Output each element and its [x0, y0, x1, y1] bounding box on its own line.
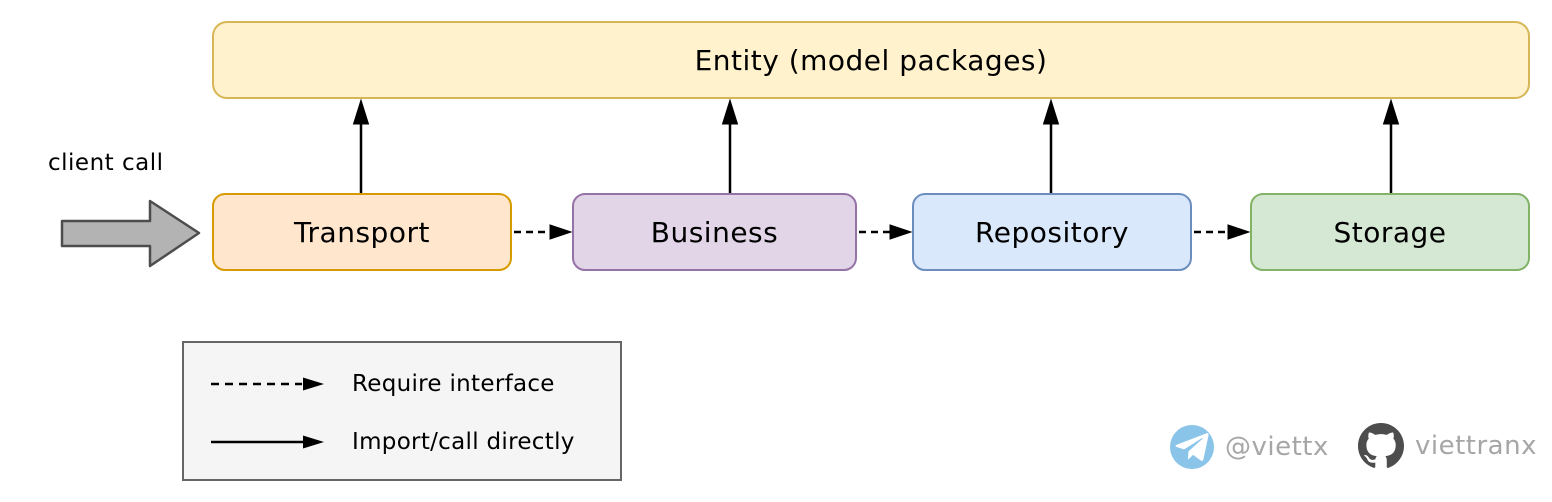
solid-arrow-repository-to-entity [1042, 98, 1060, 193]
transport-label: Transport [294, 215, 430, 249]
solid-arrow-icon [211, 435, 324, 449]
transport-box: Transport [212, 193, 512, 271]
dashed-arrow-repository-to-storage [1194, 224, 1251, 240]
business-label: Business [650, 215, 779, 249]
solid-arrow-storage-to-entity [1382, 98, 1400, 193]
repository-box: Repository [912, 193, 1192, 271]
business-box: Business [572, 193, 857, 271]
dashed-arrow-transport-to-business [514, 224, 573, 240]
legend-item-require-interface: Require interface [210, 369, 555, 399]
storage-box: Storage [1250, 193, 1530, 271]
dashed-arrow-business-to-repository [859, 224, 913, 240]
legend-label-require-interface: Require interface [352, 371, 555, 397]
entity-box: Entity (model packages) [212, 21, 1530, 99]
client-call-label: client call [48, 150, 164, 176]
legend-item-import-call-directly: Import/call directly [210, 427, 575, 457]
legend-box: Require interface Import/call directly [182, 341, 622, 481]
entity-label: Entity (model packages) [694, 43, 1048, 77]
dashed-arrow-icon [211, 377, 324, 391]
client-call-block-arrow [60, 199, 201, 268]
storage-label: Storage [1333, 215, 1447, 249]
solid-arrow-transport-to-entity [352, 98, 370, 193]
repository-label: Repository [975, 215, 1129, 249]
solid-arrow-business-to-entity [721, 98, 739, 193]
legend-label-import-call-directly: Import/call directly [352, 429, 575, 455]
